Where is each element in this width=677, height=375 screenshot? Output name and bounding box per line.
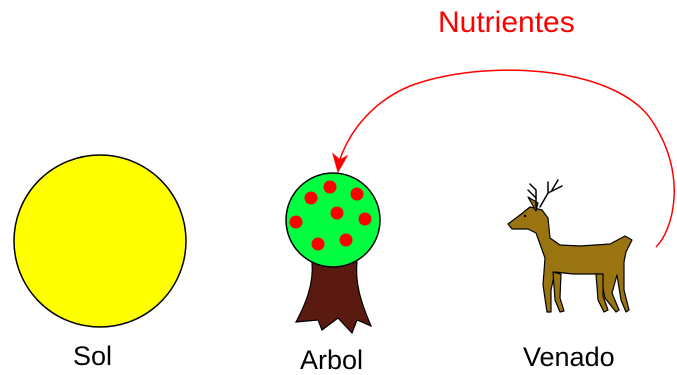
nutrients-label: Nutrientes: [438, 8, 575, 38]
deer-icon: [508, 180, 632, 312]
deer-leg-front-left: [553, 272, 564, 312]
apple: [312, 238, 325, 251]
apple: [331, 207, 344, 220]
apple: [351, 188, 364, 201]
apple: [290, 216, 303, 229]
arrow-head-icon: [333, 154, 347, 172]
arrow-curve: [339, 70, 674, 247]
deer-label: Venado: [523, 344, 615, 371]
sun-label: Sol: [73, 343, 112, 370]
apple: [340, 234, 353, 247]
apple: [305, 192, 318, 205]
apple-tree-icon: [286, 173, 380, 333]
tree-trunk: [296, 262, 371, 333]
deer-eye: [524, 215, 526, 217]
sun-icon: [14, 155, 186, 327]
tree-label: Arbol: [300, 347, 363, 374]
apple: [324, 181, 337, 194]
nutrients-arrow: [333, 70, 674, 247]
deer-body: [508, 207, 632, 312]
apple: [359, 213, 372, 226]
